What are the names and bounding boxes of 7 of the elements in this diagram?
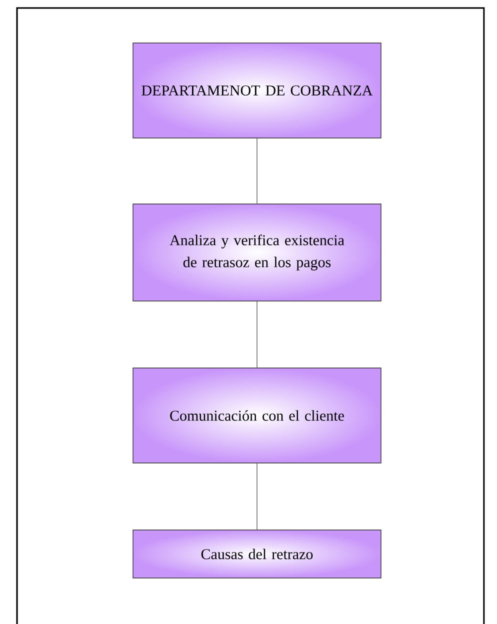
- connector-line: [256, 138, 258, 204]
- connector-line: [256, 301, 258, 368]
- process-box: DEPARTAMENOT DE COBRANZA: [132, 42, 382, 138]
- connector-line: [256, 463, 258, 530]
- process-box: Causas del retrazo: [132, 530, 382, 578]
- process-box: Comunicación con el cliente: [132, 368, 382, 464]
- process-box: Analiza y verifica existencia de retrasoz en los pagos: [132, 204, 382, 302]
